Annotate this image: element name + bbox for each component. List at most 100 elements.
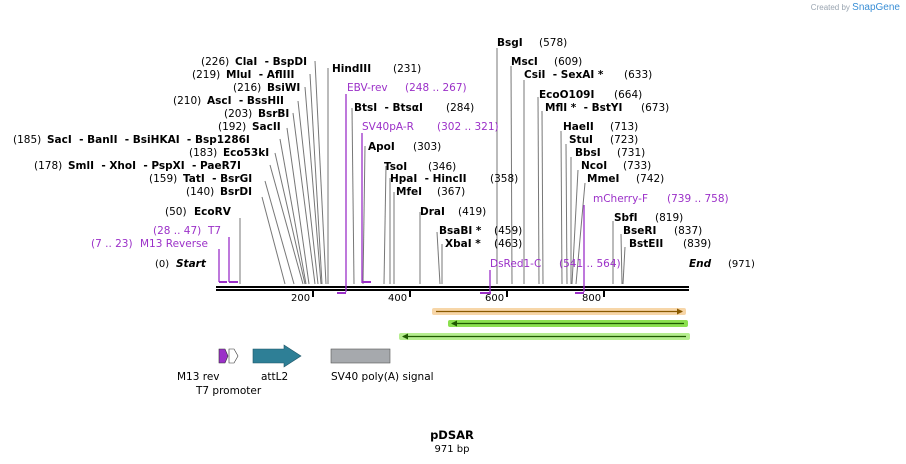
ruler-label-800: 800 xyxy=(582,293,601,304)
enzyme-name-bbsi: BbsI xyxy=(575,147,601,159)
plasmid-name: pDSAR xyxy=(430,428,474,442)
enzyme-name-mfei: MfeI xyxy=(396,186,422,198)
enzyme-position-btsi: (284) xyxy=(446,102,474,114)
primer-name-t7: T7 xyxy=(207,225,221,237)
primer-name-dsred1-c: DsRed1-C xyxy=(490,258,541,270)
feature-m13-rev xyxy=(218,348,229,364)
orf-reverse-2 xyxy=(399,333,690,340)
enzyme-position-bsgi: (578) xyxy=(539,37,567,49)
snapgene-credit: Created by SnapGene xyxy=(811,2,900,13)
enzyme-name-stui: StuI xyxy=(569,134,593,146)
enzyme-name-bseri: BseRI xyxy=(623,225,656,237)
enzyme-name-sacii: SacII xyxy=(252,121,281,133)
enzyme-name-bsrbi: BsrBI xyxy=(258,108,289,120)
enzyme-name-xbai: XbaI * xyxy=(445,238,481,250)
enzyme-position-smli: (178) xyxy=(34,160,62,172)
enzyme-name-haeii: HaeII xyxy=(563,121,594,133)
enzyme-name-smli: SmlI - XhoI - PspXI - PaeR7I xyxy=(68,160,241,172)
start-position: (0) xyxy=(155,259,169,270)
enzyme-name-sbfi: SbfI xyxy=(614,212,638,224)
enzyme-labels-right: HindIII (231) BtsI - BtsαI (284) ApoI (3… xyxy=(332,37,711,250)
enzyme-name-clai: ClaI - BspDI xyxy=(235,56,307,68)
enzyme-position-asci: (210) xyxy=(173,95,201,107)
primer-name-sv40pa-r: SV40pA-R xyxy=(362,121,414,133)
feature-attl2 xyxy=(252,344,302,368)
enzyme-position-ncoi: (733) xyxy=(623,160,651,172)
enzyme-position-bsrbi: (203) xyxy=(224,108,252,120)
enzyme-name-ecorv: EcoRV xyxy=(194,206,232,218)
primer-bars xyxy=(219,281,584,294)
enzyme-position-ecoo109i: (664) xyxy=(614,89,642,101)
ruler: 200 400 600 800 xyxy=(291,291,605,304)
enzyme-position-drai: (419) xyxy=(458,206,486,218)
primer-range-m13-reverse: (7 .. 23) xyxy=(91,238,133,250)
enzyme-position-sacii: (192) xyxy=(218,121,246,133)
start-label: Start xyxy=(176,258,207,270)
enzyme-name-hindiii: HindIII xyxy=(332,63,371,75)
feature-label-attl2: attL2 xyxy=(261,371,288,383)
enzyme-position-mfli: (673) xyxy=(641,102,669,114)
credit-prefix: Created by xyxy=(810,3,850,12)
primer-bar-t7 xyxy=(229,281,238,283)
enzyme-position-clai: (226) xyxy=(201,56,229,68)
enzyme-name-saci: SacI - BanII - BsiHKAI - Bsp1286I xyxy=(47,134,250,146)
enzyme-position-bsabi: (459) xyxy=(494,225,522,237)
enzyme-name-csii: CsiI - SexAI * xyxy=(524,69,604,81)
primer-labels: (7 .. 23) M13 Reverse (28 .. 47) T7 EBV-… xyxy=(91,82,729,270)
enzyme-position-eco53ki: (183) xyxy=(189,147,217,159)
enzyme-name-hpai: HpaI - HincII xyxy=(390,173,467,185)
primer-bar-ebv-rev xyxy=(337,292,346,294)
snapgene-logo: SnapGene xyxy=(852,2,900,13)
orf-reverse-1 xyxy=(448,320,688,327)
enzyme-name-btsi: BtsI - BtsαI xyxy=(354,102,423,114)
end-position: (971) xyxy=(728,259,755,270)
enzyme-name-eco53ki: Eco53kI xyxy=(223,147,269,159)
primer-leader-lines xyxy=(218,94,585,292)
plasmid-length: 971 bp xyxy=(435,444,470,455)
orf-forward xyxy=(432,308,686,315)
enzyme-labels-left: (226) ClaI - BspDI (219) MluI - AflIII (… xyxy=(13,56,307,218)
primer-range-dsred1-c: (541 .. 564) xyxy=(559,258,621,270)
enzyme-position-hindiii: (231) xyxy=(393,63,421,75)
primer-range-t7: (28 .. 47) xyxy=(153,225,201,237)
ruler-label-400: 400 xyxy=(388,293,407,304)
primer-name-mcherry-f: mCherry-F xyxy=(593,193,648,205)
feature-label-sv40-polya: SV40 poly(A) signal xyxy=(331,371,434,383)
sequence-backbone xyxy=(216,286,689,291)
enzyme-name-ecoo109i: EcoO109I xyxy=(539,89,594,101)
ruler-label-200: 200 xyxy=(291,293,310,304)
enzyme-name-ncoi: NcoI xyxy=(581,160,607,172)
enzyme-name-tsoi: TsoI xyxy=(384,161,407,173)
enzyme-position-ecorv: (50) xyxy=(165,206,187,218)
enzyme-name-tati: TatI - BsrGI xyxy=(183,173,252,185)
enzyme-position-hpai: (358) xyxy=(490,173,518,185)
primer-bar-sv40pa-r xyxy=(362,281,371,283)
primer-name-ebv-rev: EBV-rev xyxy=(347,82,388,94)
enzyme-name-bsteii: BstEII xyxy=(629,238,663,250)
enzyme-position-bsteii: (839) xyxy=(683,238,711,250)
enzyme-position-mlui: (219) xyxy=(192,69,220,81)
end-label: End xyxy=(689,258,712,270)
enzyme-position-stui: (723) xyxy=(610,134,638,146)
enzyme-name-mlui: MluI - AflIII xyxy=(226,69,294,81)
feature-label-t7-promoter: T7 promoter xyxy=(195,385,262,397)
primer-range-sv40pa-r: (302 .. 321) xyxy=(437,121,499,133)
enzyme-name-msci: MscI xyxy=(511,56,538,68)
enzyme-name-mfli: MflI * - BstYI xyxy=(545,102,622,114)
primer-range-ebv-rev: (248 .. 267) xyxy=(405,82,467,94)
enzyme-position-apoi: (303) xyxy=(413,141,441,153)
primer-bar-dsred1-c xyxy=(480,292,491,294)
enzyme-name-bsgi: BsgI xyxy=(497,37,523,49)
enzyme-name-bsrdi: BsrDI xyxy=(220,186,252,198)
primer-bar-m13-reverse xyxy=(219,281,227,283)
enzyme-position-bsrdi: (140) xyxy=(186,186,214,198)
primer-range-mcherry-f: (739 .. 758) xyxy=(667,193,729,205)
enzyme-position-saci: (185) xyxy=(13,134,41,146)
enzyme-leader-lines xyxy=(239,48,626,285)
sequence-ends: (0) Start End (971) xyxy=(155,258,755,270)
enzyme-position-sbfi: (819) xyxy=(655,212,683,224)
feature-t7-promoter xyxy=(228,348,239,364)
enzyme-position-csii: (633) xyxy=(624,69,652,81)
enzyme-position-mmei: (742) xyxy=(636,173,664,185)
enzyme-name-bsabi: BsaBI * xyxy=(439,225,482,237)
